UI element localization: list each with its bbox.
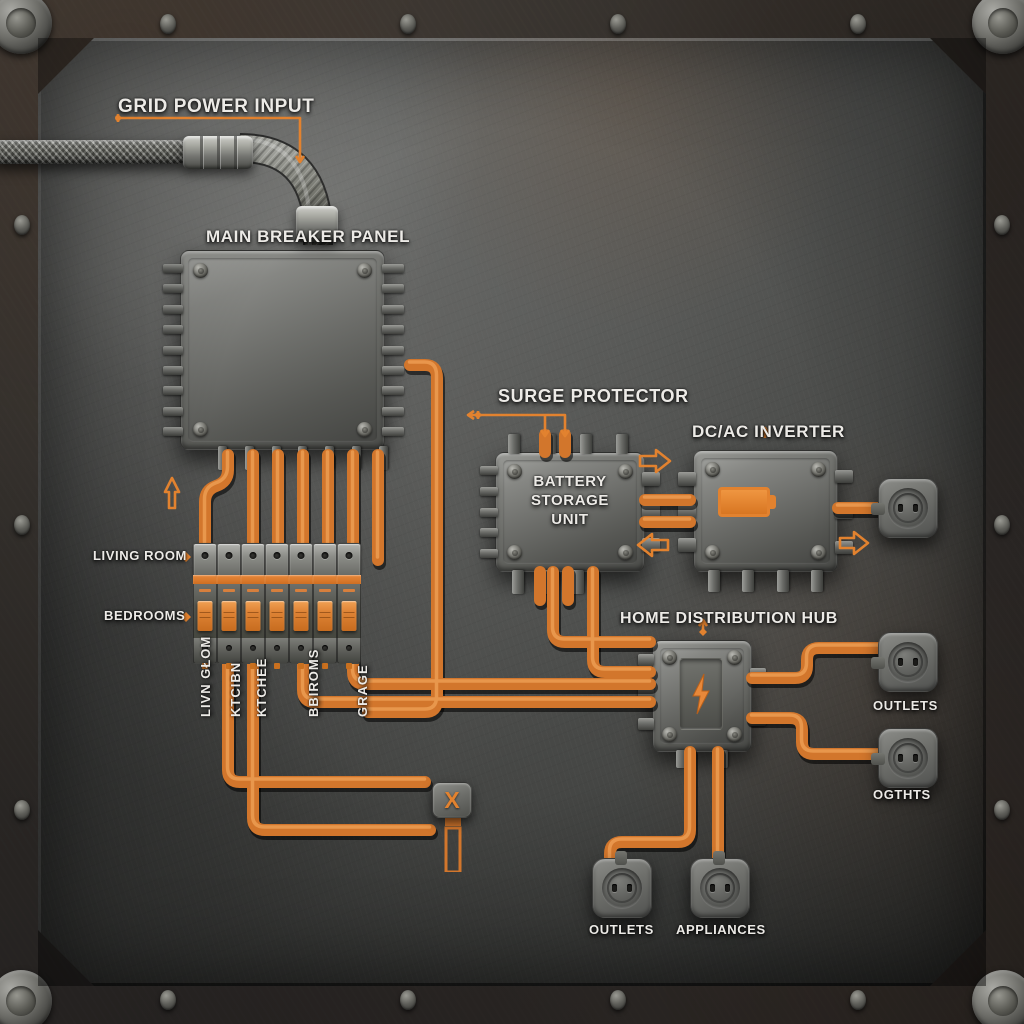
- inverter-screw: [705, 462, 720, 477]
- inverter-fins-bottom: [708, 570, 823, 592]
- frame-rivet: [160, 14, 176, 34]
- inverter-screw: [811, 462, 826, 477]
- hub-fins-right: [750, 668, 766, 726]
- junction-drop-lead: [444, 812, 462, 872]
- inverter-screw: [811, 545, 826, 560]
- hub-fins-bottom: [676, 750, 728, 768]
- panel-fins-left: [163, 264, 183, 436]
- lightning-bolt-icon: [692, 673, 710, 715]
- corner-bolt-bottom-right: [972, 970, 1024, 1024]
- bsu-screw: [507, 464, 522, 479]
- corner-bolt-top-right: [972, 0, 1024, 54]
- socket-hub-right-bottom[interactable]: [871, 728, 938, 788]
- main-breaker-panel[interactable]: [180, 250, 385, 450]
- frame-rivet: [14, 215, 30, 235]
- label-dc-ac-inverter: DC/AC INVERTER: [692, 422, 845, 441]
- corner-bolt-bottom-left: [0, 970, 52, 1024]
- label-surge-protector: SURGE PROTECTOR: [498, 386, 689, 406]
- frame-rivet: [850, 990, 866, 1010]
- grid-input-ferrule: [183, 136, 253, 169]
- grid-input-panel-gland: [296, 206, 338, 242]
- hub-bolt-plate: [679, 658, 723, 730]
- frame-rivet: [994, 515, 1010, 535]
- bsu-fins-right: [642, 472, 660, 552]
- frame-rivet: [994, 800, 1010, 820]
- frame-rivet: [160, 990, 176, 1010]
- breaker-side-label-bedrooms: BEDROOMS: [104, 608, 186, 623]
- junction-connector[interactable]: X: [432, 782, 472, 818]
- hub-screw: [662, 727, 677, 742]
- junction-cross-icon: X: [444, 786, 460, 813]
- socket-hub-bottom-right[interactable]: [690, 851, 750, 918]
- frame-rivet: [400, 990, 416, 1010]
- circuit-label-4: BBIROMS: [306, 648, 321, 717]
- circuit-label-3: KTCHEE: [254, 657, 269, 717]
- inverter-screw: [705, 545, 720, 560]
- hub-screw: [727, 650, 742, 665]
- breaker-switch[interactable]: [193, 543, 217, 669]
- label-main-breaker-panel: MAIN BREAKER PANEL: [206, 227, 411, 246]
- grid-input-conduit-left: [0, 140, 190, 164]
- panel-screw: [193, 422, 208, 437]
- battery-storage-unit[interactable]: [495, 452, 645, 572]
- panel-fins-right: [382, 264, 404, 436]
- panel-fins-bottom: [218, 446, 388, 470]
- frame-rivet: [850, 14, 866, 34]
- hub-screw: [662, 650, 677, 665]
- bsu-fins-bottom: [512, 570, 584, 594]
- breaker-row[interactable]: [193, 543, 361, 669]
- bsu-screw: [618, 545, 633, 560]
- frame-rivet: [14, 800, 30, 820]
- socket-label-outlets-bottom: OUTLETS: [589, 922, 654, 937]
- panel-screw: [357, 263, 372, 278]
- inverter-fins-right: [835, 470, 853, 554]
- circuit-label-1: LIVN GŁOM: [198, 635, 213, 717]
- frame-rivet: [14, 515, 30, 535]
- label-grid-power-input: GRID POWER INPUT: [118, 96, 315, 117]
- label-battery-storage-unit: BATTERY STORAGE UNIT: [530, 473, 610, 528]
- socket-hub-bottom-left[interactable]: [592, 851, 652, 918]
- label-home-distribution-hub: HOME DISTRIBUTION HUB: [620, 610, 838, 627]
- panel-screw: [357, 422, 372, 437]
- frame-rivet: [610, 14, 626, 34]
- socket-hub-right-top[interactable]: [871, 632, 938, 692]
- socket-label-outlets-right: OUTLETS: [873, 698, 938, 713]
- socket-inverter-out[interactable]: [871, 478, 938, 538]
- hub-screw: [727, 727, 742, 742]
- surge-protector-terminals[interactable]: [508, 434, 628, 454]
- circuit-label-5: GRAGE: [355, 664, 370, 717]
- frame-rivet: [994, 215, 1010, 235]
- bsu-screw: [507, 545, 522, 560]
- bsu-fins-left: [480, 466, 498, 558]
- panel-screw: [193, 263, 208, 278]
- socket-label-appliances: APPLIANCES: [676, 922, 766, 937]
- frame-rivet: [400, 14, 416, 34]
- bsu-screw: [618, 464, 633, 479]
- hub-fins-left: [638, 654, 654, 730]
- socket-label-lights: OGTHTS: [873, 787, 931, 802]
- inverter-fins-left: [678, 472, 696, 552]
- breaker-side-label-living-room: LIVING ROOM: [93, 548, 187, 563]
- battery-icon: [718, 487, 770, 517]
- circuit-label-2: KTCIBN: [228, 661, 243, 717]
- frame-rivet: [610, 990, 626, 1010]
